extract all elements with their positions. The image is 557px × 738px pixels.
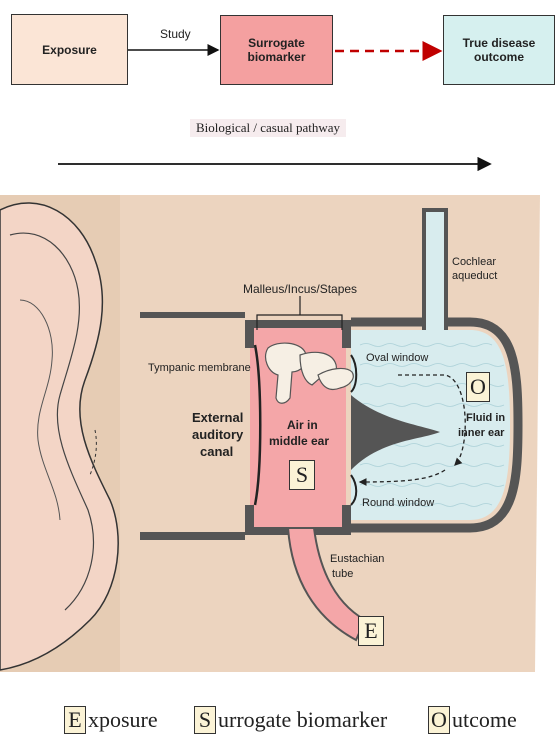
middle-ear-label-1: Air in [287, 418, 318, 432]
legend-outcome: O utcome [428, 706, 517, 734]
oval-window-label: Oval window [366, 352, 428, 364]
legend-exposure: E xposure [64, 706, 158, 734]
round-window-label: Round window [362, 497, 434, 509]
canal-label-3: canal [200, 444, 233, 459]
legend-s-text: urrogate biomarker [218, 707, 387, 733]
canal-top-wall [140, 312, 245, 318]
fluid-label-2: inner ear [458, 427, 504, 439]
legend-o-text: utcome [452, 707, 517, 733]
eustachian-label-2: tube [332, 568, 353, 580]
tympanic-label: Tympanic membrane [148, 362, 251, 374]
legend: E xposure S urrogate biomarker O utcome [0, 702, 557, 736]
legend-surrogate: S urrogate biomarker [194, 706, 387, 734]
legend-e-box: E [64, 706, 86, 734]
legend-o-box: O [428, 706, 450, 734]
legend-s-box: S [194, 706, 216, 734]
external-canal [140, 318, 250, 532]
legend-e-text: xposure [88, 707, 158, 733]
canal-label-1: External [192, 410, 243, 425]
cochlear-aqueduct [424, 210, 446, 328]
fluid-label-1: Fluid in [466, 412, 505, 424]
canal-label-2: auditory [192, 427, 243, 442]
cochlear-label-2: aqueduct [452, 270, 497, 282]
cochlear-label-1: Cochlear [452, 256, 496, 268]
marker-o: O [466, 372, 490, 402]
ossicles-label: Malleus/Incus/Stapes [243, 282, 357, 296]
middle-ear-label-2: middle ear [269, 434, 329, 448]
marker-e: E [358, 616, 384, 646]
canal-bottom-wall [140, 532, 245, 540]
marker-s: S [289, 460, 315, 490]
eustachian-label-1: Eustachian [330, 553, 384, 565]
